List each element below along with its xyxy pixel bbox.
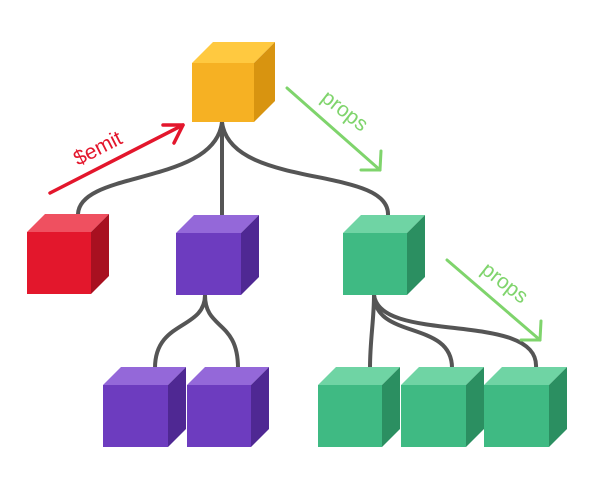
props-label-top: props	[317, 86, 373, 136]
emit-label: $emit	[70, 127, 126, 171]
connector-root-green	[220, 120, 391, 217]
cube-purple-child	[176, 215, 259, 295]
connector-green-leaf2	[372, 293, 454, 370]
cube-green-leaf-3	[484, 367, 567, 447]
cube-purple-leaf-1	[103, 367, 186, 447]
emit-arrow	[48, 123, 185, 195]
cube-root	[192, 42, 275, 122]
cube-green-leaf-2	[401, 367, 484, 447]
cube-green-child	[343, 215, 425, 295]
props-arrow-top	[285, 86, 383, 172]
connector-green-leaf3	[372, 293, 539, 370]
props-label-bottom: props	[477, 258, 533, 308]
cube-red-child	[27, 214, 109, 294]
connectors	[76, 120, 539, 370]
connector-green-leaf1	[368, 293, 376, 370]
connector-purple-leaf1	[153, 293, 207, 370]
connector-root-red	[76, 120, 224, 216]
cube-purple-leaf-2	[187, 367, 269, 447]
cube-green-leaf-1	[318, 367, 400, 447]
props-arrow-bottom	[445, 258, 543, 342]
connector-purple-leaf2	[203, 293, 240, 370]
